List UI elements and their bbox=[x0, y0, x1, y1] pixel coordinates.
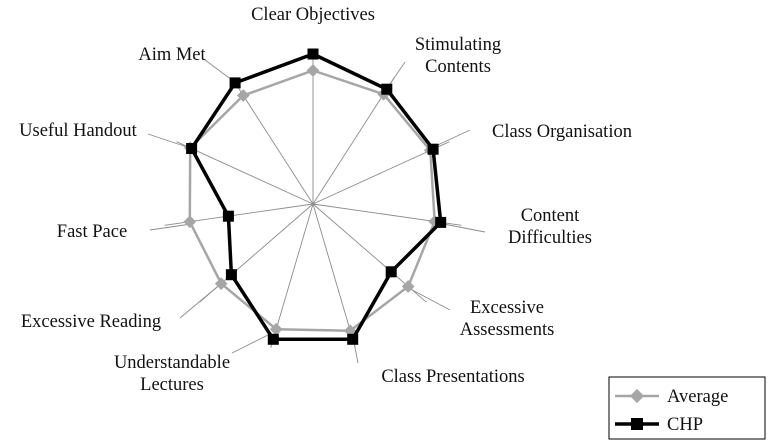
category-label-line: Class Organisation bbox=[492, 122, 632, 142]
point-average-fast-pace bbox=[183, 215, 197, 229]
legend-label-average: Average bbox=[667, 387, 728, 407]
category-label-line: Useful Handout bbox=[19, 121, 138, 141]
point-average-clear-objectives bbox=[306, 64, 320, 77]
point-chp-useful-handout bbox=[186, 143, 198, 154]
radar-spokes bbox=[164, 54, 462, 349]
point-chp-class-presentations bbox=[347, 333, 359, 345]
category-label-line: Fast Pace bbox=[57, 222, 127, 242]
series-chp bbox=[186, 48, 447, 345]
category-label-line: Contents bbox=[425, 57, 491, 77]
label-leader-line bbox=[147, 133, 188, 148]
category-label-line: Lectures bbox=[140, 375, 204, 395]
category-label-clear-objectives: Clear Objectives bbox=[251, 5, 375, 25]
legend-marker-average bbox=[629, 388, 645, 404]
point-chp-content-difficulties bbox=[435, 216, 447, 228]
label-leader-line bbox=[389, 61, 406, 85]
label-leader-line bbox=[179, 281, 224, 319]
point-average-excessive-reading bbox=[214, 277, 228, 290]
series-line-chp bbox=[189, 52, 443, 342]
category-label-line: Understandable bbox=[114, 353, 230, 373]
legend-label-chp: CHP bbox=[667, 415, 703, 435]
point-chp-fast-pace bbox=[222, 210, 234, 222]
category-label-line: Stimulating bbox=[415, 35, 501, 55]
point-average-excessive-assessments bbox=[401, 280, 415, 293]
radar-spoke bbox=[270, 203, 314, 349]
category-label-line: Assessments bbox=[460, 320, 555, 340]
point-chp-aim-met bbox=[229, 77, 241, 89]
series-layer bbox=[183, 48, 447, 345]
legend-marker-chp bbox=[631, 418, 643, 430]
category-label-class-presentations: Class Presentations bbox=[381, 367, 524, 387]
category-label-line: Excessive bbox=[470, 298, 544, 318]
category-label-excessive-reading: Excessive Reading bbox=[21, 312, 161, 332]
category-label-line: Class Presentations bbox=[381, 367, 524, 387]
series-line-average bbox=[188, 69, 436, 332]
point-chp-excessive-assessments bbox=[385, 266, 397, 278]
category-label-useful-handout: Useful Handout bbox=[19, 121, 138, 141]
point-average-aim-met bbox=[236, 89, 250, 102]
category-label-line: Excessive Reading bbox=[21, 312, 161, 332]
point-chp-stimulating-contents bbox=[381, 83, 393, 95]
label-leader-line bbox=[149, 223, 192, 231]
category-label-line: Clear Objectives bbox=[251, 5, 375, 25]
point-average-understandable-lectures bbox=[269, 322, 283, 336]
point-chp-understandable-lectures bbox=[267, 333, 279, 345]
point-chp-excessive-reading bbox=[225, 269, 237, 281]
point-chp-class-organisation bbox=[427, 143, 439, 155]
radar-spoke bbox=[312, 77, 395, 205]
legend: Average CHP bbox=[608, 376, 766, 440]
category-label-fast-pace: Fast Pace bbox=[57, 222, 127, 242]
category-label-line: Aim Met bbox=[138, 45, 206, 65]
category-label-class-organisation: Class Organisation bbox=[492, 122, 632, 142]
label-leader-line bbox=[231, 332, 273, 354]
radar-spoke bbox=[312, 203, 356, 349]
radar-spoke bbox=[176, 141, 314, 205]
category-label-line: Content bbox=[521, 206, 580, 226]
point-chp-clear-objectives bbox=[307, 48, 319, 60]
category-label-aim-met: Aim Met bbox=[138, 45, 206, 65]
category-label-line: Difficulties bbox=[508, 228, 592, 248]
